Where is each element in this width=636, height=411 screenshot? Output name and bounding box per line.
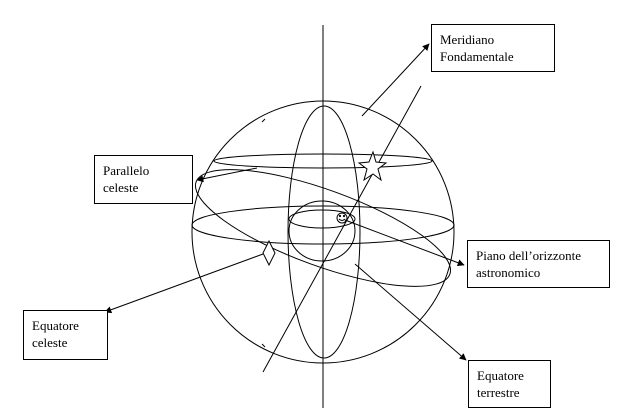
equator-ellipse [191,205,455,245]
tilted-horizon-ellipse [194,169,452,287]
arrow-parallel [196,167,258,183]
terrestrial-equator-label-line1: Equatore [477,368,524,383]
smiley-icon [336,212,348,224]
meridian-label-line2: Fondamentale [440,49,514,64]
diamond-marker-icon [262,239,276,267]
meridian-ellipse [287,105,361,359]
tick-mark [261,343,266,348]
parallel-label: Parallelo celeste [94,155,193,204]
arrow-horizon [344,219,465,267]
arrow-meridian [361,43,430,117]
horizon-label-line1: Piano dell’orizzonte [476,248,582,263]
terrestrial-equator-label-line2: terrestre [477,385,520,400]
inclined-axis [262,85,422,373]
star-icon [357,150,388,182]
celestial-equator-label-line1: Equatore [32,318,79,333]
meridian-label-line1: Meridiano [440,32,495,47]
celestial-equator-label: Equatore celeste [23,310,108,360]
horizon-label: Piano dell’orizzonte astronomico [467,240,610,288]
earth-equator [288,209,356,229]
meridian-label: Meridiano Fondamentale [431,24,555,72]
parallel-ellipse [213,153,433,169]
arrow-terrestrial-equator [354,263,467,361]
tick-mark [261,118,266,123]
parallel-label-line1: Parallelo [103,163,150,178]
parallel-label-line2: celeste [103,180,139,195]
horizon-label-line2: astronomico [476,265,541,280]
celestial-equator-label-line2: celeste [32,335,68,350]
earth-ellipse [288,200,356,262]
terrestrial-equator-label: Equatore terrestre [468,360,551,408]
celestial-sphere [191,100,455,364]
arrow-celestial-equator [104,253,264,314]
